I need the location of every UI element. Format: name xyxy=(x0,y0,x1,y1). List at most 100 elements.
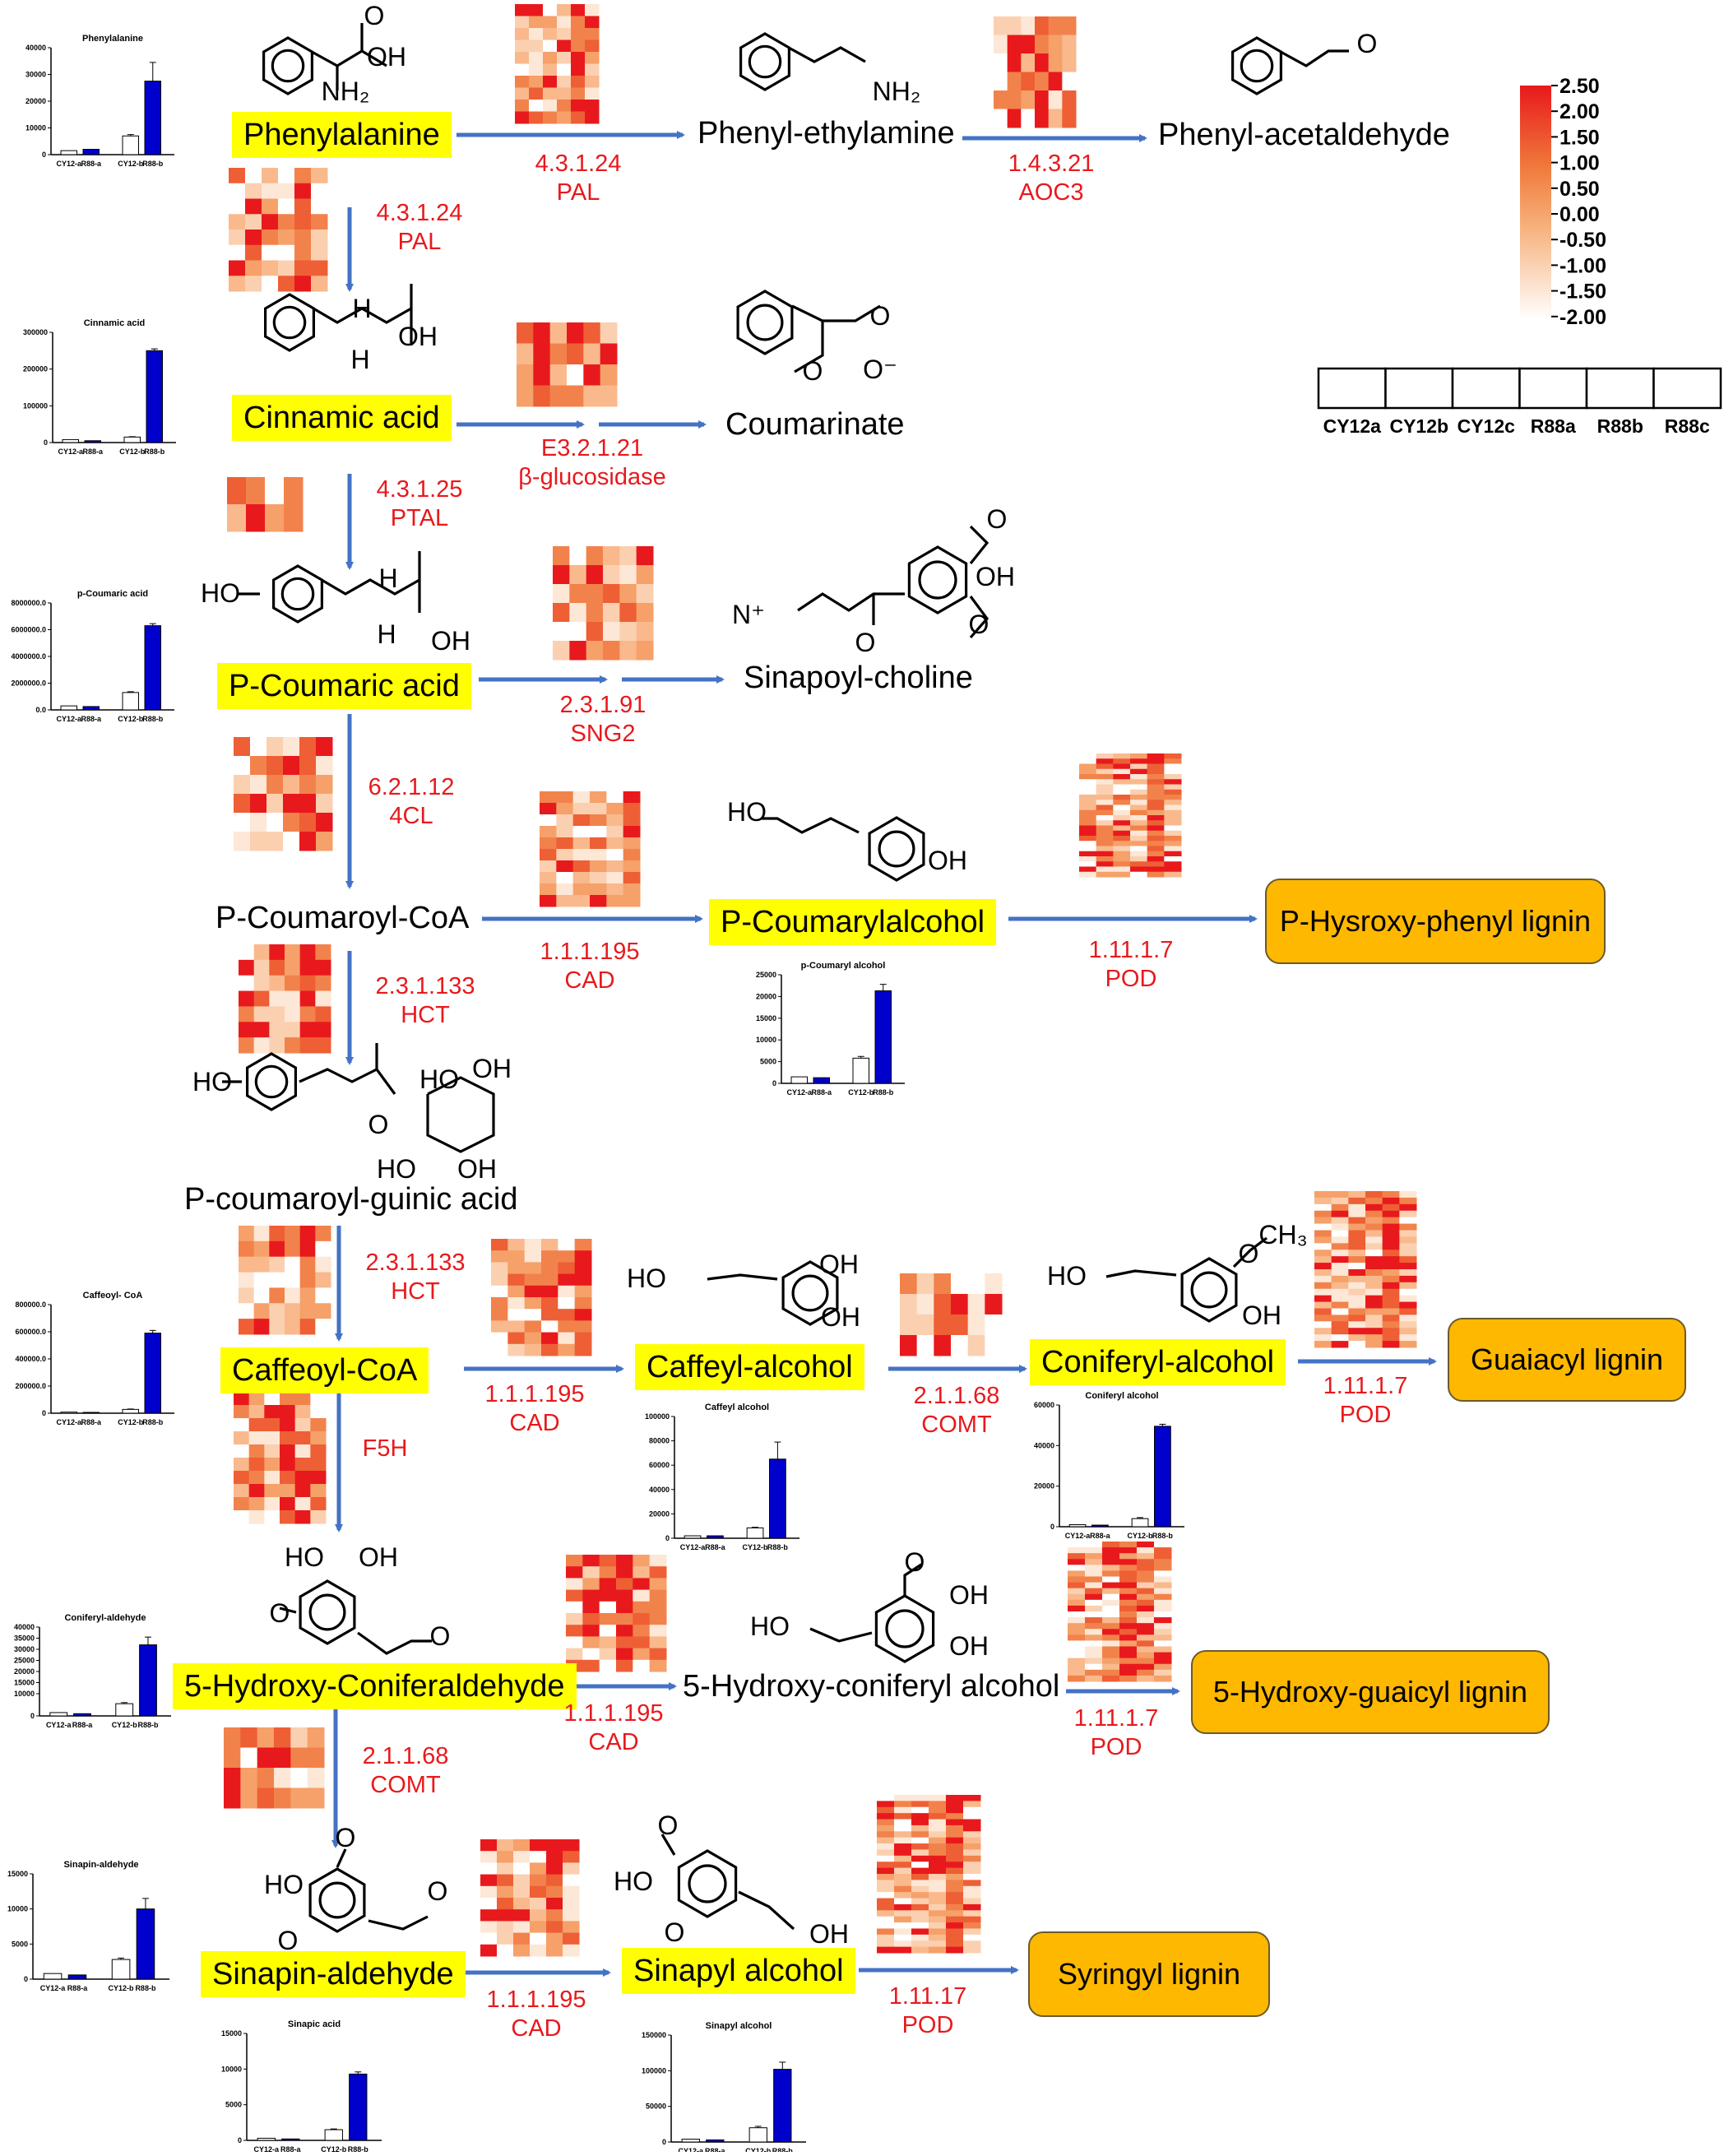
heatmap-cell xyxy=(1021,53,1036,72)
heatmap-cell xyxy=(257,1768,275,1788)
y-tick-label: 35000 xyxy=(14,1634,35,1643)
y-tick-label: 200000.0 xyxy=(15,1382,46,1390)
heatmap-cell xyxy=(1130,856,1148,862)
heatmap-cell xyxy=(929,1874,947,1880)
heatmap-cell xyxy=(1154,1663,1172,1671)
heatmap-cell xyxy=(929,1885,947,1893)
heatmap-cell xyxy=(616,1613,633,1625)
heatmap-cell xyxy=(253,1256,270,1273)
heatmap-cell xyxy=(1048,109,1063,128)
heatmap-cell xyxy=(558,1309,576,1321)
atom-label: O xyxy=(1357,29,1378,58)
heatmap-cell xyxy=(285,944,301,961)
heatmap-cell xyxy=(1079,753,1097,759)
heatmap-cell xyxy=(1119,1675,1138,1682)
heatmap-cell xyxy=(1348,1236,1366,1244)
heatmap-cell xyxy=(1085,1652,1103,1659)
heatmap-cell xyxy=(529,39,544,53)
heatmap-cell xyxy=(239,1319,255,1335)
heatmap-cell xyxy=(533,364,551,386)
atom-label: OH xyxy=(928,846,967,875)
heatmap-cell xyxy=(1331,1321,1349,1328)
heatmap-cell xyxy=(911,1843,929,1850)
heatmap-cell xyxy=(877,1862,895,1869)
heatmap-cell xyxy=(546,1932,563,1945)
aromatic-circle xyxy=(918,560,957,600)
heatmap-cell xyxy=(1331,1288,1349,1296)
atom-label: O xyxy=(987,504,1008,534)
heatmap-cell xyxy=(248,1458,265,1472)
heatmap-cell xyxy=(1137,1623,1155,1630)
heatmap-cell xyxy=(911,1806,929,1814)
node-5-hydroxy-coniferyl-alcohol: 5-Hydroxy-coniferyl alcohol xyxy=(683,1669,1060,1704)
heatmap-cell xyxy=(1147,866,1165,873)
heatmap-cell xyxy=(963,1819,981,1826)
heatmap-cell xyxy=(285,975,301,992)
heatmap-cell xyxy=(1399,1341,1417,1348)
heatmap-cell xyxy=(1348,1295,1366,1303)
heatmap-cell xyxy=(1164,871,1182,878)
heatmap-cell xyxy=(1331,1341,1349,1348)
heatmap-cell xyxy=(491,1285,508,1298)
heatmap-cell xyxy=(894,1874,912,1880)
heatmap-cell xyxy=(245,230,262,246)
bar xyxy=(82,706,100,711)
heatmap-cell xyxy=(1331,1191,1349,1199)
benzene-ring xyxy=(272,564,323,624)
heatmap-cell xyxy=(1119,1629,1138,1635)
heatmap-cell xyxy=(280,1418,296,1432)
heatmap-cell xyxy=(877,1910,895,1917)
heatmap-cell xyxy=(558,1343,576,1356)
heatmap-cell xyxy=(234,737,251,757)
heatmap-cell xyxy=(530,1921,547,1934)
bond xyxy=(368,1915,429,1931)
expression-heatmap xyxy=(553,546,654,661)
heatmap-cell xyxy=(574,1343,592,1356)
heatmap-cell xyxy=(934,1273,952,1295)
heatmap-cell xyxy=(636,641,654,661)
heatmap-cell xyxy=(1113,809,1131,816)
heatmap-cell xyxy=(1113,815,1131,821)
heatmap-cell xyxy=(585,111,600,124)
heatmap-cell xyxy=(1399,1191,1417,1199)
heatmap-cell xyxy=(269,1287,285,1304)
heatmap-cell xyxy=(299,944,316,961)
heatmap-cell xyxy=(1348,1314,1366,1322)
heatmap-cell xyxy=(1068,1553,1086,1560)
heatmap-cell xyxy=(929,1813,947,1820)
heatmap-cell xyxy=(894,1928,912,1936)
heatmap-cell xyxy=(1154,1675,1172,1682)
heatmap-cell xyxy=(1085,1640,1103,1647)
heatmap-cell xyxy=(1154,1599,1172,1607)
expression-heatmap xyxy=(229,168,328,292)
heatmap-cell xyxy=(556,791,574,804)
heatmap-cell xyxy=(1365,1321,1383,1328)
heatmap-cell xyxy=(1399,1256,1417,1263)
heatmap-cell xyxy=(1331,1230,1349,1237)
heatmap-cell xyxy=(1035,90,1050,109)
heatmap-cell xyxy=(507,1343,526,1356)
y-tick-label: 60000 xyxy=(1034,1401,1054,1409)
atom-label: HO xyxy=(750,1611,790,1641)
heatmap-cell xyxy=(582,1601,600,1614)
heatmap-cell xyxy=(290,1768,308,1788)
heatmap-cell xyxy=(549,364,568,386)
heatmap-cell xyxy=(278,183,295,199)
node-p-coumarylalcohol: P-Coumarylalcohol xyxy=(709,899,997,945)
heatmap-cell xyxy=(1348,1334,1366,1342)
heatmap-cell xyxy=(585,87,600,100)
heatmap-cell xyxy=(572,849,591,861)
bar xyxy=(67,1974,87,1980)
heatmap-cell xyxy=(1164,846,1182,852)
heatmap-cell xyxy=(299,737,317,757)
heatmap-cell xyxy=(1348,1203,1366,1212)
heatmap-cell xyxy=(1331,1203,1349,1212)
atom-label: HO xyxy=(614,1866,653,1896)
aromatic-circle xyxy=(1240,49,1274,83)
heatmap-cell xyxy=(253,990,270,1007)
heatmap-cell xyxy=(1130,851,1148,857)
node-phenylalanine: Phenylalanine xyxy=(232,112,452,158)
heatmap-cell xyxy=(1164,815,1182,821)
